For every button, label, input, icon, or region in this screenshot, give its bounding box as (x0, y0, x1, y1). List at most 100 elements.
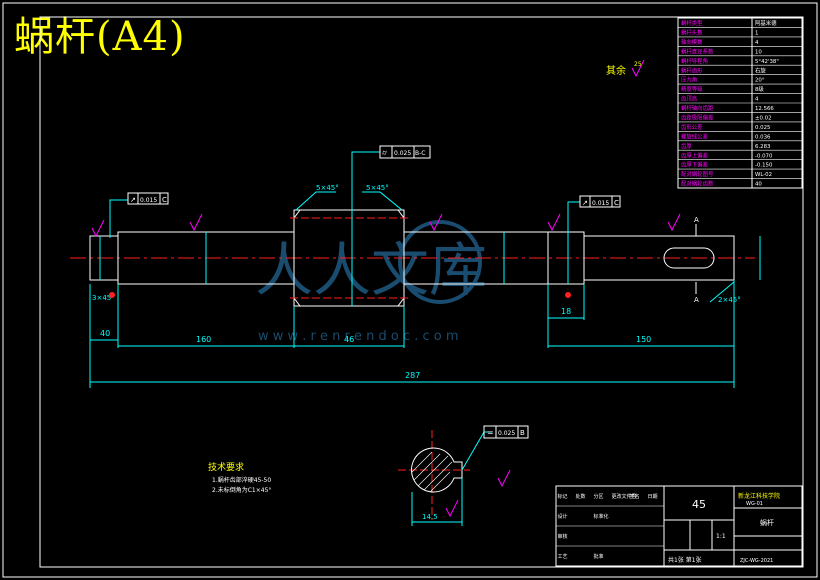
title-block-cell: 签名 (630, 493, 640, 500)
section-width-dim: 14.5 (422, 513, 438, 521)
datum-markers (109, 292, 571, 298)
parameter-name: 蜗杆导程角 (681, 57, 708, 65)
dim-right-step: 18 (561, 307, 571, 316)
roughness-note: 其余 (606, 64, 626, 77)
parameter-value: 0.025 (755, 125, 770, 131)
title-block-cell: 标准化 (594, 513, 609, 520)
watermark: 人人文库 w w w . r e n r e n d o c . c o m (255, 220, 487, 344)
dim-left-end: 40 (100, 329, 110, 338)
parameter-name: 蜗杆直径系数 (681, 47, 714, 55)
tolerance-frame-worm: ⌭ 0.025 B-C (351, 145, 431, 210)
parameter-value: 4 (755, 97, 759, 103)
roughness-icon (429, 213, 443, 232)
roughness-icon (445, 499, 459, 518)
watermark-brand: 人人文库 (255, 236, 487, 304)
parameter-value: WL-02 (755, 172, 772, 178)
tol-left-datum: C (162, 196, 167, 204)
parameter-value: ±0.02 (755, 115, 772, 121)
roughness-icon (667, 213, 681, 232)
datum-c-icon (565, 292, 571, 298)
section-tol-frame (483, 425, 529, 439)
tech-item-2: 2.未标倒角为C1×45° (212, 486, 271, 494)
parameter-value: 8级 (755, 85, 764, 93)
roughness-icon (497, 469, 511, 488)
title-part-name: 蜗杆 (760, 518, 774, 527)
title-block-cell: 工艺 (558, 554, 568, 560)
tol-worm-value: 0.025 (394, 150, 411, 157)
roughness-icon (547, 213, 561, 232)
drawing-title: 蜗杆(A4) (14, 14, 186, 60)
chamfer-leader-4 (709, 281, 735, 303)
parameter-name: 配对蜗轮齿数 (681, 180, 714, 188)
title-block-cell: 分区 (594, 493, 604, 500)
parameter-name: 蜗杆类型 (681, 19, 703, 27)
length-dimensions (89, 280, 735, 388)
chamfer-label-2: 5×45° (366, 184, 389, 192)
title-block-cell: 更改文件号 (612, 493, 637, 500)
dim-middle: 160 (196, 335, 211, 344)
parameter-name: 螺旋线公差 (681, 132, 709, 140)
parameter-name: 齿距极限偏差 (681, 113, 714, 121)
parameter-value: 阿基米德 (755, 19, 777, 27)
section-label-bottom: A (694, 296, 699, 304)
section-label-top: A (694, 216, 699, 224)
tol-left-value: 0.015 (140, 197, 157, 204)
tol-right-datum: C (614, 199, 619, 207)
parameter-value: 6.283 (755, 144, 770, 150)
title-sheet: 共1张 第1张 (668, 556, 702, 564)
datum-b-icon (109, 292, 115, 298)
drawing-frame (39, 16, 804, 568)
title-drawing-no: WG-01 (746, 501, 763, 507)
title-block: 45 新龙江科技学院 WG-01 蜗杆 1:1 共1张 第1张 ZJC-WG-2… (555, 485, 803, 567)
title-school: 新龙江科技学院 (738, 492, 780, 500)
title-block-cell: 处数 (576, 493, 586, 500)
section-tol-symbol: = (487, 428, 494, 437)
worm-chamfer-bl (293, 297, 301, 307)
dim-right: 150 (636, 335, 651, 344)
parameter-name: 蜗杆齿形 (681, 66, 703, 74)
roughness-symbols (91, 59, 681, 238)
title-block-cell: 设计 (558, 513, 568, 520)
parameter-value: 12.566 (755, 106, 774, 112)
diameter-dimensions (99, 210, 761, 306)
chamfer-label-1: 5×45° (316, 184, 339, 192)
shaft-right-end (583, 235, 735, 281)
title-block-cell: 批准 (594, 553, 604, 560)
parameter-name: 齿厚 (681, 143, 692, 150)
title-block-cell: 标记 (558, 493, 568, 500)
dim-worm: 46 (344, 335, 354, 344)
tolerance-frame-right: ↗ 0.015 C (567, 195, 621, 232)
chamfer-label-3: 3×45° (92, 294, 115, 302)
parameter-name: 齿厚上偏差 (681, 151, 709, 159)
dim-total: 287 (405, 371, 420, 380)
section-view: 14.5 = 0.025 B (398, 425, 529, 526)
worm-chamfer-br (397, 297, 405, 307)
parameter-name: 精度等级 (681, 85, 703, 93)
parameter-value: 右旋 (755, 66, 766, 74)
parameter-value: 5°42'38" (755, 59, 779, 65)
parameter-name: 蜗杆头数 (681, 28, 703, 36)
section-tol-value: 0.025 (498, 430, 515, 437)
parameter-name: 轴向模数 (681, 38, 703, 46)
title-material: 45 (692, 498, 706, 511)
parameter-name: 齿厚下偏差 (681, 161, 709, 169)
parameter-name: 齿形公差 (681, 123, 703, 131)
section-profile (411, 447, 463, 493)
parameter-value: -0.070 (755, 153, 773, 159)
tech-item-1: 1.蜗杆齿部淬硬45-50 (212, 476, 271, 484)
parameter-value: 20° (755, 78, 765, 84)
title-block-cell: 审核 (558, 533, 568, 540)
parameter-name: 蜗杆轴向齿距 (681, 104, 714, 112)
parameter-value: 40 (755, 182, 762, 188)
watermark-url: w w w . r e n r e n d o c . c o m (258, 329, 459, 344)
title-block-cell: 日期 (648, 494, 658, 500)
tech-requirements: 技术要求 1.蜗杆齿部淬硬45-50 2.未标倒角为C1×45° (208, 461, 271, 494)
chamfer-leader-1 (295, 191, 336, 211)
parameter-name: 压力角 (681, 76, 697, 84)
tol-worm-datum: B-C (415, 150, 425, 157)
chamfer-label-4: 2×45° (718, 296, 741, 304)
chamfer-leader-2 (362, 191, 403, 211)
